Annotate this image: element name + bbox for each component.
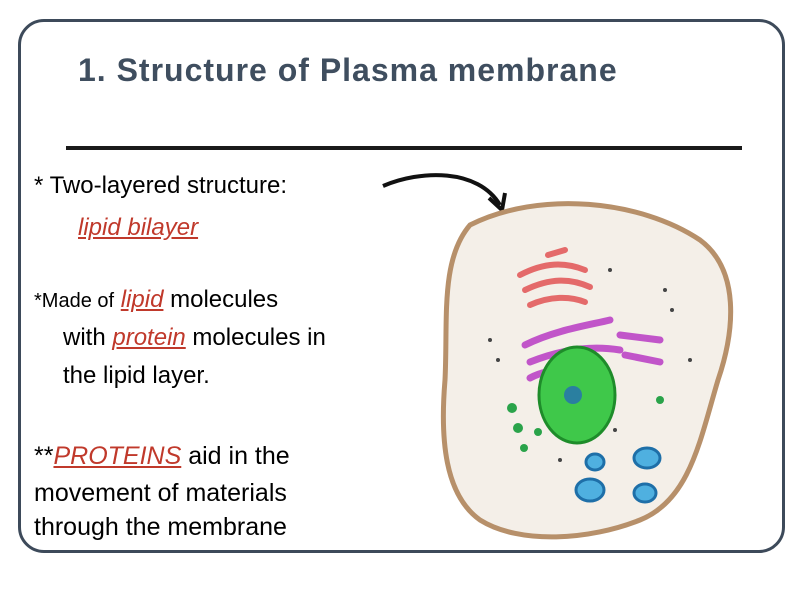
title-underline: [66, 146, 742, 150]
bullet-proteins-line3: through the membrane: [34, 513, 287, 542]
molecules-text: molecules: [170, 286, 279, 313]
mitochondria: [574, 446, 662, 504]
bullet-made-of-line2: with protein molecules in: [63, 324, 326, 352]
vesicles: [507, 396, 664, 452]
bullet-made-of-line3: the lipid layer.: [63, 362, 210, 390]
bullet-made-of-line1: *Made of lipid molecules: [34, 286, 278, 314]
nucleolus: [564, 386, 582, 404]
ribosome-dots: [488, 268, 692, 462]
aid-in-text: aid in the: [188, 442, 290, 470]
lipid-layer-text: the lipid layer.: [63, 362, 210, 389]
bullet-lipid-bilayer: lipid bilayer: [78, 214, 198, 242]
bullet-proteins-line2: movement of materials: [34, 479, 287, 508]
movement-text: movement of materials: [34, 479, 287, 507]
with-text: with: [63, 324, 106, 351]
through-membrane-text: through the membrane: [34, 513, 287, 541]
term-proteins: PROTEINS: [53, 442, 182, 470]
made-of-text: *Made of: [34, 290, 115, 312]
term-lipid: lipid: [120, 286, 164, 313]
bullet-two-layered: * Two-layered structure:: [34, 172, 287, 200]
bullet-proteins-line1: **PROTEINS aid in the: [34, 442, 290, 471]
molecules-in-text: molecules in: [192, 324, 326, 351]
term-protein: protein: [112, 324, 186, 351]
double-asterisk: **: [34, 442, 54, 470]
curved-arrow: [382, 173, 502, 207]
slide-title: 1. Structure of Plasma membrane: [78, 52, 618, 88]
bullet-two-layered-text: * Two-layered structure:: [34, 172, 287, 199]
golgi-apparatus: [517, 247, 593, 308]
slide-frame: [18, 19, 785, 553]
term-lipid-bilayer: lipid bilayer: [78, 214, 199, 241]
